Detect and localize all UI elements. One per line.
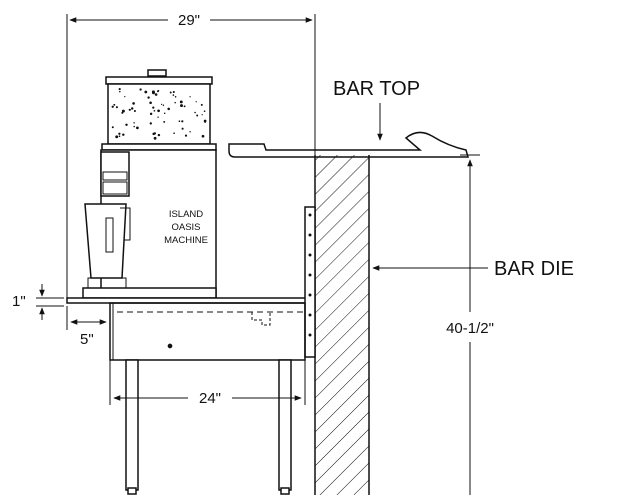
ice-speckle (153, 109, 156, 112)
ice-speckle (133, 125, 135, 128)
machine-body (82, 149, 217, 299)
ice-speckle (152, 132, 155, 136)
ice-speckle (113, 103, 116, 106)
ice-speckle (203, 110, 206, 113)
ice-speckle (162, 104, 165, 106)
ice-speckle (174, 96, 177, 98)
ice-speckle (204, 121, 206, 124)
ice-speckle (149, 101, 152, 105)
overall-width-label: 29" (178, 12, 200, 29)
ice-speckle (157, 116, 159, 118)
ice-speckle (181, 127, 184, 130)
ice-speckle (111, 126, 114, 129)
rivet (308, 253, 312, 257)
ice-speckle (169, 91, 172, 94)
ice-speckle (125, 123, 128, 127)
ice-speckle (183, 105, 186, 108)
machine-label-line2: OASIS (171, 222, 200, 233)
ice-speckle (133, 109, 136, 113)
bar-top-counter (228, 131, 469, 158)
ice-speckle (122, 133, 125, 136)
ice-speckle (119, 90, 121, 93)
ice-speckle (132, 102, 135, 105)
ice-speckle (121, 109, 125, 113)
hopper-ice-texture (111, 88, 207, 140)
ice-speckle (172, 90, 175, 94)
ice-speckle (200, 103, 203, 106)
ice-speckle (149, 122, 152, 125)
ice-speckle (130, 107, 134, 110)
ice-speckle (124, 96, 126, 98)
ice-speckle (180, 104, 183, 108)
ice-speckle (178, 120, 181, 123)
ice-speckle (201, 134, 205, 138)
ice-speckle (156, 90, 159, 93)
overall-width-dimension (66, 14, 316, 300)
ice-speckle (115, 135, 119, 139)
bar-top-label: BAR TOP (333, 78, 420, 100)
ice-speckle (189, 131, 191, 133)
bar-die-label: BAR DIE (494, 258, 574, 280)
ice-speckle (167, 107, 170, 111)
ice-speckle (196, 114, 199, 117)
ice-speckle (118, 132, 121, 135)
machine-label-line1: ISLAND (169, 209, 203, 220)
ice-speckle (149, 112, 153, 116)
drainboard-dimension (66, 306, 111, 405)
unit-depth-label: 24" (199, 390, 221, 407)
ice-speckle (157, 133, 161, 137)
ice-speckle (115, 106, 118, 109)
rivet (308, 313, 312, 317)
ice-speckle (184, 134, 188, 137)
height-dimension (460, 154, 480, 495)
ice-speckle (203, 119, 207, 123)
machine-label: ISLAND OASIS MACHINE (164, 209, 208, 246)
ice-speckle (128, 108, 131, 111)
ice-speckle (160, 103, 163, 106)
ice-speckle (181, 120, 184, 123)
unit-depth-dimension (113, 360, 306, 405)
ice-speckle (144, 90, 148, 94)
ice-speckle (118, 88, 121, 91)
ice-speckle (118, 135, 121, 138)
ice-speckle (174, 101, 176, 104)
ice-speckle (147, 96, 150, 99)
ice-speckle (151, 90, 155, 94)
thickness-label: 1" (12, 293, 26, 310)
ice-speckle (139, 88, 142, 91)
rivet (308, 293, 312, 297)
machine-label-line3: MACHINE (164, 235, 208, 246)
rivet (308, 333, 312, 337)
ice-speckle (157, 109, 160, 113)
ice-speckle (201, 114, 203, 116)
ice-speckle (136, 126, 139, 130)
ice-speckle (154, 93, 158, 96)
ice-speckle (121, 111, 124, 114)
ice-speckle (195, 101, 197, 103)
bar-die-wall (314, 155, 370, 495)
rivet (308, 213, 312, 217)
ice-speckle (179, 100, 183, 104)
ice-speckle (173, 132, 175, 135)
height-label: 40-1/2" (446, 320, 494, 337)
ice-speckle (152, 106, 155, 109)
rivet (308, 273, 312, 277)
cabinet-legs (125, 359, 292, 495)
ice-speckle (133, 122, 135, 124)
ice-speckle (111, 105, 114, 108)
ice-speckle (172, 94, 175, 96)
ice-speckle (194, 111, 196, 114)
ice-speckle (153, 136, 157, 140)
ice-speckle (189, 96, 191, 98)
rivet (308, 233, 312, 237)
thickness-dimension (36, 284, 64, 320)
side-panel-rivets (308, 213, 312, 337)
ice-speckle (163, 120, 166, 123)
drainboard-depth-label: 5" (80, 331, 94, 348)
cabinet-body (109, 302, 306, 361)
ice-speckle (163, 112, 166, 115)
